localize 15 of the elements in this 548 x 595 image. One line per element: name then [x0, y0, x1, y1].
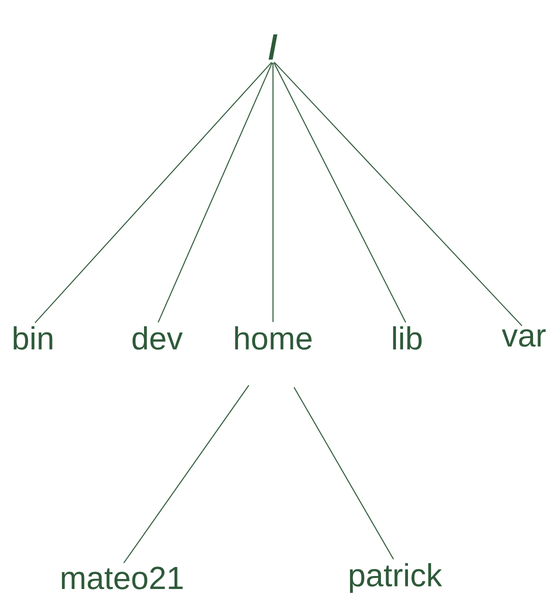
folder-label: lib	[393, 326, 422, 350]
root-label: /	[268, 34, 278, 60]
tree-line	[123, 384, 250, 564]
tree-line	[274, 62, 522, 326]
tree-line	[34, 62, 272, 324]
folder-label: patrick	[350, 563, 442, 593]
folder-label: mateo21	[62, 566, 183, 590]
tree-line	[272, 62, 274, 323]
tree-line	[273, 62, 406, 323]
folder-label: dev	[132, 326, 183, 350]
tree-line	[294, 386, 394, 560]
folder-label: var	[502, 329, 546, 347]
tree-line	[158, 62, 273, 323]
folder-label: bin	[14, 326, 52, 350]
folder-label: home	[235, 326, 312, 350]
